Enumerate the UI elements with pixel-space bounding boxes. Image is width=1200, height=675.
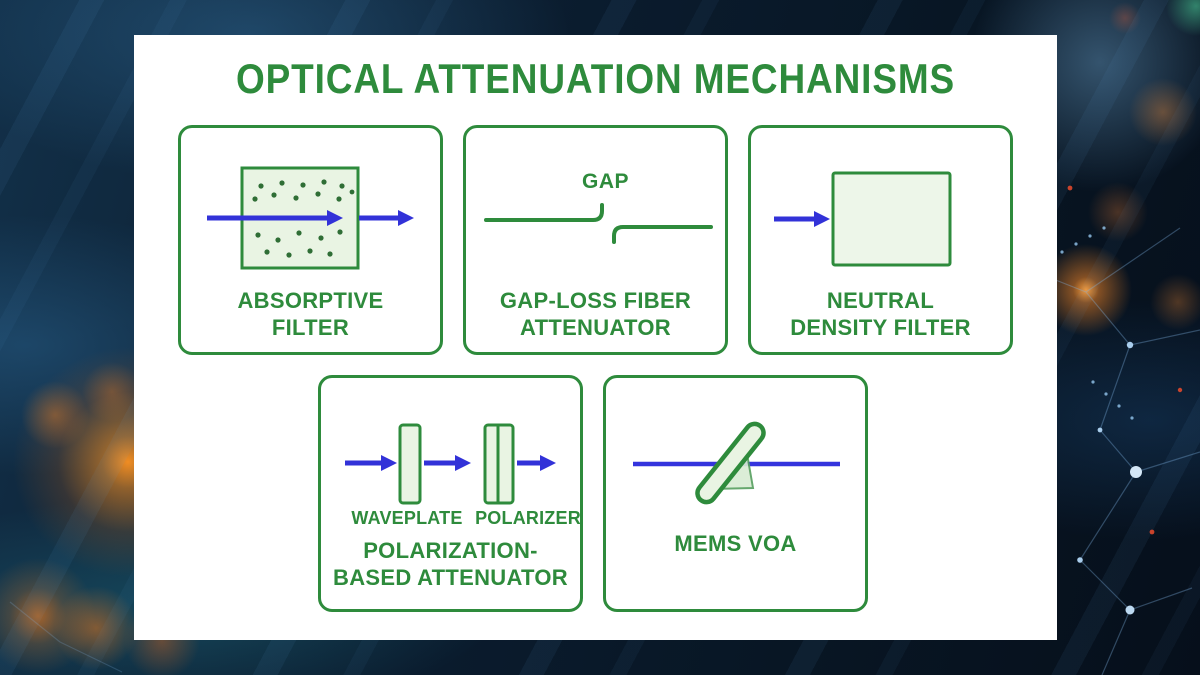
polarization-attenuator-icon bbox=[345, 423, 556, 505]
card-absorptive-filter: ABSORPTIVE FILTER bbox=[178, 125, 443, 355]
absorber-dots bbox=[252, 179, 355, 258]
card-label: POLARIZATION- BASED ATTENUATOR bbox=[333, 538, 568, 591]
infographic-panel: OPTICAL ATTENUATION MECHANISMS bbox=[134, 35, 1057, 640]
waveplate-label: WAVEPLATE bbox=[351, 508, 463, 528]
polarizer-label: POLARIZER bbox=[475, 508, 581, 528]
page-title: OPTICAL ATTENUATION MECHANISMS bbox=[235, 55, 956, 102]
gap-annotation: GAP bbox=[581, 170, 629, 193]
card-label: MEMS VOA bbox=[674, 531, 797, 556]
absorptive-filter-icon bbox=[207, 166, 414, 270]
card-label: GAP-LOSS FIBER ATTENUATOR bbox=[499, 288, 692, 341]
card-polarization-attenuator: WAVEPLATE POLARIZER POLARIZATION- BASED … bbox=[318, 375, 583, 612]
tilting-mirror-element bbox=[695, 421, 766, 505]
card-label: NEUTRAL DENSITY FILTER bbox=[790, 288, 971, 341]
neutral-density-filter-icon bbox=[774, 171, 952, 267]
card-gap-loss-attenuator: GAP GAP-LOSS FIBER ATTENUATOR bbox=[463, 125, 728, 355]
polarizer-element bbox=[483, 423, 515, 505]
card-label: ABSORPTIVE FILTER bbox=[237, 288, 384, 341]
gap-loss-fiber-icon bbox=[484, 203, 713, 244]
mems-voa-icon bbox=[633, 421, 840, 505]
waveplate-element bbox=[398, 423, 422, 505]
card-mems-voa: MEMS VOA bbox=[603, 375, 868, 612]
card-neutral-density-filter: NEUTRAL DENSITY FILTER bbox=[748, 125, 1013, 355]
